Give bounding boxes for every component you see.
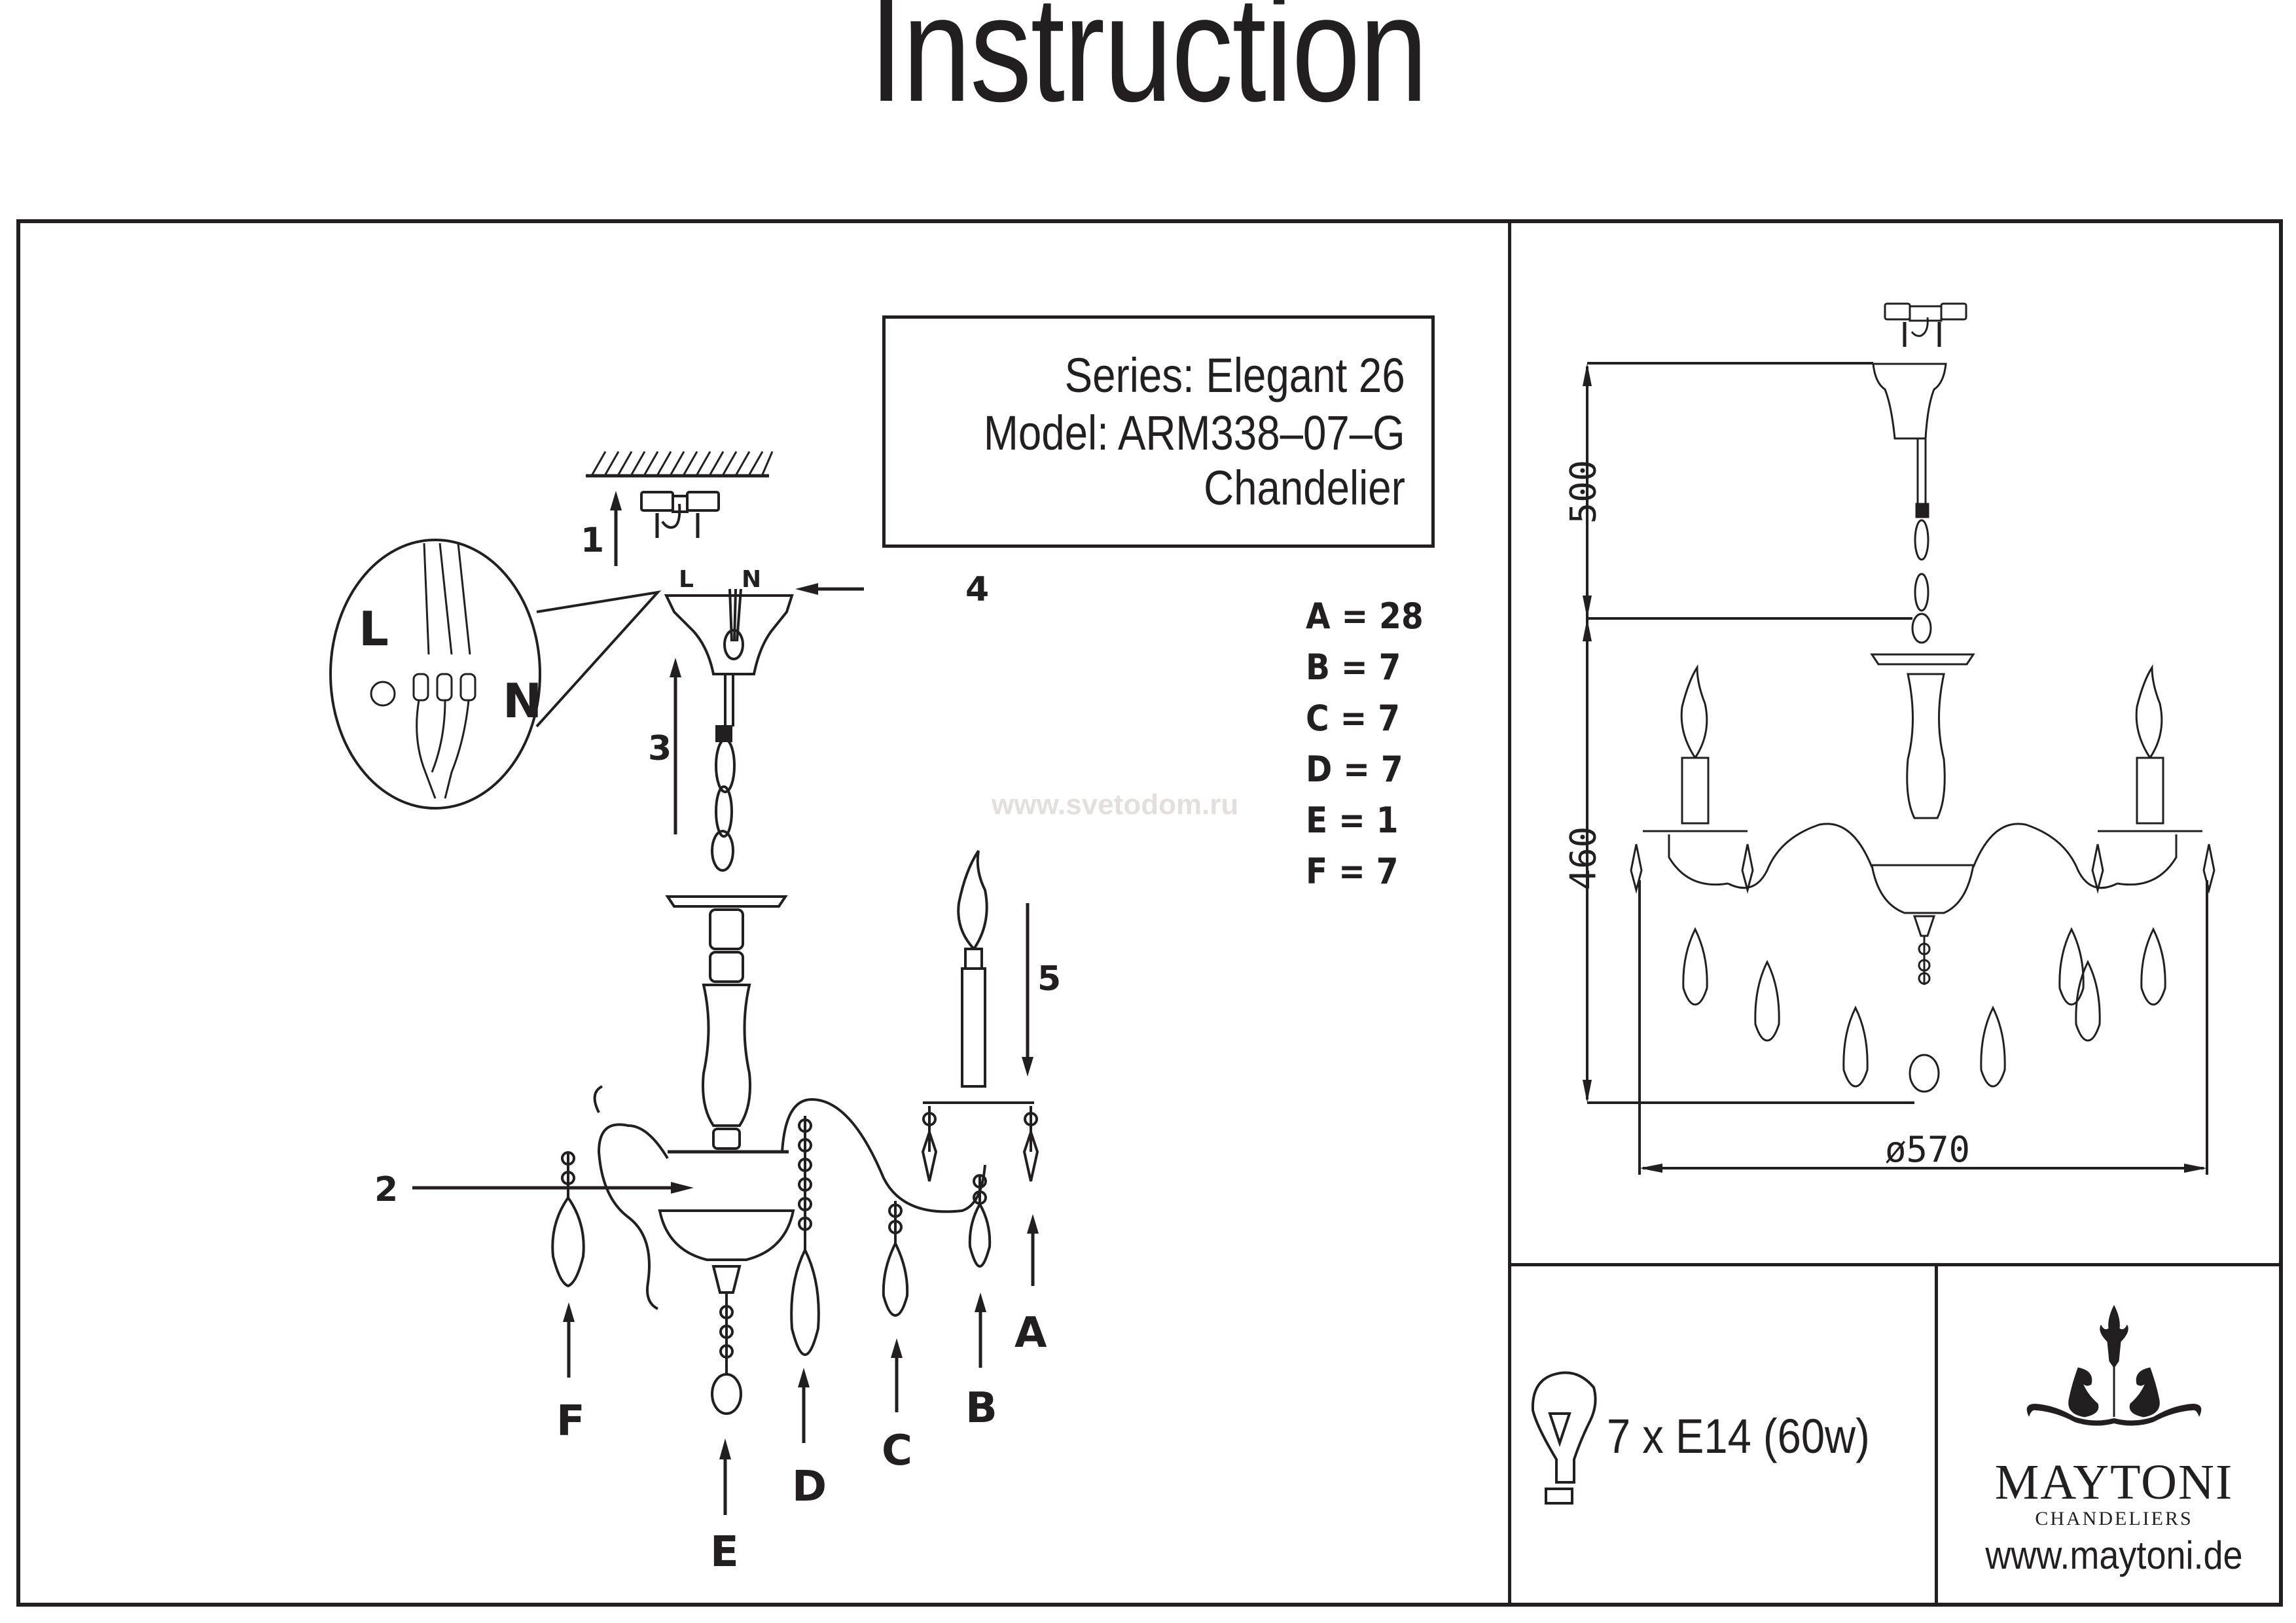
- frame-divider-brand: [1935, 1263, 1938, 1603]
- dim-mounting-bracket-icon: [1884, 302, 1967, 347]
- light-bulb-icon: [1531, 1371, 1597, 1505]
- product-info-box: Series: Elegant 26 Model: ARM338–07–G Ch…: [882, 315, 1435, 548]
- dim-candle-left-icon: [1680, 664, 1708, 758]
- crystal-f-icon: [551, 1195, 585, 1288]
- part-c-arrow: [891, 1338, 903, 1412]
- detail-neutral-label: N: [503, 673, 543, 728]
- dim-label-body-height: 460: [1562, 826, 1604, 891]
- step-1-arrow: [610, 491, 622, 566]
- series-label: Series: Elegant 26: [1064, 348, 1405, 402]
- crystal-ball-icon: [711, 1373, 742, 1415]
- part-f-arrow: [563, 1302, 575, 1378]
- canopy-neutral-label: N: [742, 566, 762, 593]
- part-label-c: C: [882, 1427, 912, 1475]
- dim-crystal-ball-icon: [1909, 1054, 1940, 1093]
- part-e-arrow: [719, 1438, 731, 1515]
- part-a-arrow: [1027, 1214, 1039, 1286]
- drawing-frame: [16, 219, 2283, 1607]
- detail-live-label: L: [359, 601, 389, 656]
- ground-symbol-icon: [370, 681, 396, 707]
- dimension-lines: [1586, 362, 2208, 1175]
- qty-row-c: C = 7: [1306, 698, 1401, 739]
- qty-row-b: B = 7: [1306, 647, 1401, 688]
- step-label-1: 1: [581, 521, 605, 560]
- part-d-arrow: [798, 1368, 810, 1443]
- step-label-4: 4: [965, 570, 990, 609]
- qty-row-f: F = 7: [1306, 851, 1399, 892]
- part-label-e: E: [710, 1528, 739, 1577]
- step-2-arrow: [412, 1182, 694, 1194]
- frame-divider-vertical: [1508, 219, 1511, 1603]
- qty-row-e: E = 1: [1306, 800, 1399, 841]
- qty-row-d: D = 7: [1306, 749, 1403, 790]
- qty-row-a: A = 28: [1306, 596, 1424, 637]
- product-type-label: Chandelier: [1204, 461, 1405, 515]
- dim-crystal-pendants: [1630, 844, 2215, 1088]
- brand-website-link[interactable]: www.maytoni.de: [1985, 1533, 2243, 1577]
- dim-label-diameter: ø570: [1885, 1129, 1971, 1170]
- crystal-a-icon: [1022, 1128, 1039, 1182]
- step-5-arrow: [1022, 903, 1033, 1077]
- wiring-detail-callout: [329, 539, 662, 810]
- dimension-arrowheads: [1583, 363, 2207, 1173]
- crystal-d-icon: [790, 1247, 820, 1357]
- bulb-spec: 7 x E14 (60w): [1607, 1409, 1870, 1463]
- brand-name: MAYTONI: [1994, 1455, 2234, 1510]
- step-label-2: 2: [374, 1170, 399, 1209]
- chain-icon: [711, 738, 736, 872]
- crystal-b-icon: [968, 1201, 992, 1268]
- chandelier-stem-icon: [658, 895, 795, 1415]
- part-label-f: F: [556, 1397, 585, 1446]
- brand-subtitle: CHANDELIERS: [2035, 1508, 2193, 1529]
- step-label-5: 5: [1037, 959, 1062, 999]
- part-label-a: A: [1014, 1309, 1047, 1357]
- step-3-arrow: [670, 658, 681, 834]
- candle-bulb-icon: [957, 849, 988, 950]
- page-title: Instruction: [869, 0, 1428, 133]
- part-b-arrow: [975, 1293, 986, 1368]
- frame-divider-horizontal: [1508, 1263, 2279, 1266]
- dim-label-chain-length: 500: [1562, 459, 1604, 524]
- dim-candle-right-icon: [2135, 664, 2163, 758]
- maytoni-ornament-icon: [2026, 1304, 2202, 1426]
- canopy-icon: [664, 588, 794, 675]
- canopy-live-label: L: [679, 566, 694, 593]
- part-label-d: D: [792, 1463, 827, 1511]
- model-label: Model: ARM338–07–G: [984, 406, 1405, 460]
- part-label-b: B: [965, 1384, 997, 1433]
- right-arm-icon: [781, 849, 1039, 1357]
- crystal-c-icon: [882, 1240, 909, 1317]
- parts-quantity-list: A = 28 B = 7 C = 7 D = 7 E = 1 F = 7: [1306, 599, 1437, 905]
- step-4-arrow: [795, 583, 864, 595]
- ceiling-icon: [586, 451, 774, 478]
- mounting-bracket-icon: [640, 491, 720, 538]
- step-label-3: 3: [648, 729, 672, 768]
- watermark: www.svetodom.ru: [992, 789, 1239, 821]
